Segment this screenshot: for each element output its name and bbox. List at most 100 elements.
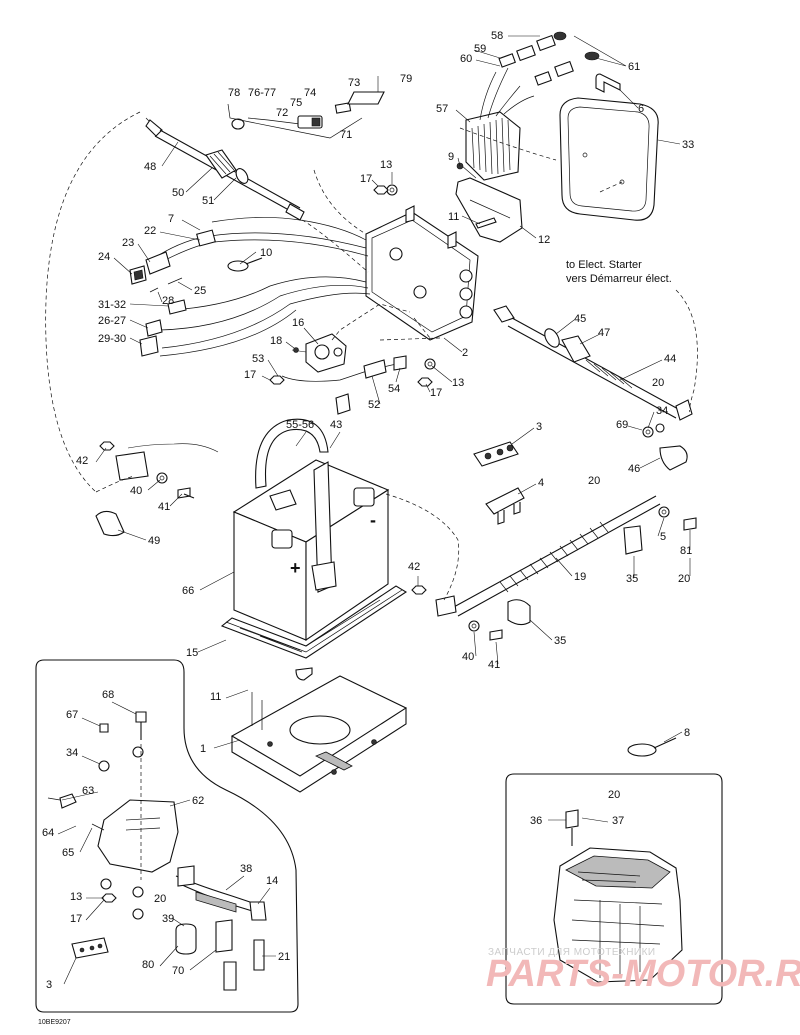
callout-79: 79	[400, 73, 412, 85]
callout-44: 44	[664, 353, 676, 365]
callout-13-upper: 13	[380, 159, 392, 171]
callout-34-inset: 34	[66, 747, 78, 759]
callout-43: 43	[330, 419, 342, 431]
callout-3-upper: 3	[536, 421, 542, 433]
solenoid-16-part	[291, 333, 347, 373]
callout-7: 7	[168, 213, 174, 225]
callout-3-inset: 3	[46, 979, 52, 991]
callout-74: 74	[304, 87, 316, 99]
callout-66: 66	[182, 585, 194, 597]
callout-17-mid: 17	[244, 369, 256, 381]
callout-23: 23	[122, 237, 134, 249]
callout-34-right: 34	[656, 405, 668, 417]
callout-2: 2	[462, 347, 468, 359]
leader-lines	[45, 111, 698, 601]
callout-68: 68	[102, 689, 114, 701]
callout-13-mid: 13	[452, 377, 464, 389]
callout-36: 36	[530, 815, 542, 827]
terminal-covers-3-4	[473, 441, 525, 525]
callout-51: 51	[202, 195, 214, 207]
callout-45: 45	[574, 313, 586, 325]
inset-ignition-coil	[35, 659, 299, 1013]
harness-7-part	[129, 217, 369, 293]
hardware-40-42-49-left	[95, 441, 195, 537]
callout-80: 80	[142, 959, 154, 971]
callout-20-c: 20	[678, 573, 690, 585]
cable-19-part	[411, 495, 697, 641]
callout-24: 24	[98, 251, 110, 263]
negative-sign: -	[370, 510, 376, 530]
callout-16: 16	[292, 317, 304, 329]
callout-52: 52	[368, 399, 380, 411]
battery-66-part	[232, 418, 390, 642]
callout-42-right: 42	[408, 561, 420, 573]
inset-engine	[505, 773, 723, 1005]
callout-73: 73	[348, 77, 360, 89]
callout-72: 72	[276, 107, 288, 119]
callout-12: 12	[538, 234, 550, 246]
starter-note-en: to Elect. Starter	[566, 259, 642, 271]
callout-50: 50	[172, 187, 184, 199]
callout-10: 10	[260, 247, 272, 259]
callout-59: 59	[474, 43, 486, 55]
callout-22: 22	[144, 225, 156, 237]
callout-8: 8	[684, 727, 690, 739]
callout-4: 4	[538, 477, 544, 489]
callout-54: 54	[388, 383, 400, 395]
callout-55-56: 55-56	[286, 419, 314, 431]
connectors-58-61-part	[479, 31, 600, 121]
callout-33: 33	[682, 139, 694, 151]
battery-tray-1-part	[230, 667, 408, 793]
cable-48-part	[145, 117, 305, 221]
callout-14: 14	[266, 875, 278, 887]
callout-20-engine: 20	[608, 789, 620, 801]
watermark-text: ЗАПЧАСТИ ДЛЯ МОТОТЕХНИКИ	[488, 947, 656, 958]
callout-9: 9	[448, 151, 454, 163]
cable-tie-10-part	[227, 257, 263, 272]
cable-44-part	[493, 305, 693, 421]
callout-17-right: 17	[430, 387, 442, 399]
callout-11-upper: 11	[448, 211, 459, 223]
callout-37: 37	[612, 815, 624, 827]
callout-5: 5	[660, 531, 666, 543]
callout-41-right: 41	[488, 659, 500, 671]
drawing-reference: 10BE9207	[38, 1019, 71, 1026]
callout-leaders	[57, 35, 691, 985]
callout-35-right: 35	[626, 573, 638, 585]
callout-17-upper: 17	[360, 173, 372, 185]
pad-15-part	[220, 585, 408, 659]
callout-11-lower: 11	[210, 691, 221, 703]
callout-78: 78	[228, 87, 240, 99]
callout-49: 49	[148, 535, 160, 547]
callout-64: 64	[42, 827, 54, 839]
callout-21: 21	[278, 951, 290, 963]
junction-box-2-part	[365, 205, 479, 341]
callout-57: 57	[436, 103, 448, 115]
callout-62: 62	[192, 795, 204, 807]
callout-20-a: 20	[652, 377, 664, 389]
callout-38: 38	[240, 863, 252, 875]
callout-25: 25	[194, 285, 206, 297]
callout-26-27: 26-27	[98, 315, 126, 327]
callout-39: 39	[162, 913, 174, 925]
callout-65: 65	[62, 847, 74, 859]
callout-15: 15	[186, 647, 198, 659]
callout-47: 47	[598, 327, 610, 339]
callout-60: 60	[460, 53, 472, 65]
callout-1: 1	[200, 743, 206, 755]
callout-29-30: 29-30	[98, 333, 126, 345]
callout-28: 28	[162, 295, 174, 307]
callout-40-left: 40	[130, 485, 142, 497]
callout-46: 46	[628, 463, 640, 475]
callout-69: 69	[616, 419, 628, 431]
pigtail-26-32-part	[139, 276, 371, 357]
callout-70: 70	[172, 965, 184, 977]
hardware-34-69-46	[642, 423, 688, 471]
callout-48: 48	[144, 161, 156, 173]
callout-53: 53	[252, 353, 264, 365]
callout-20-inset: 20	[154, 893, 166, 905]
wire-52-54-part	[269, 355, 436, 415]
callout-81: 81	[680, 545, 692, 557]
